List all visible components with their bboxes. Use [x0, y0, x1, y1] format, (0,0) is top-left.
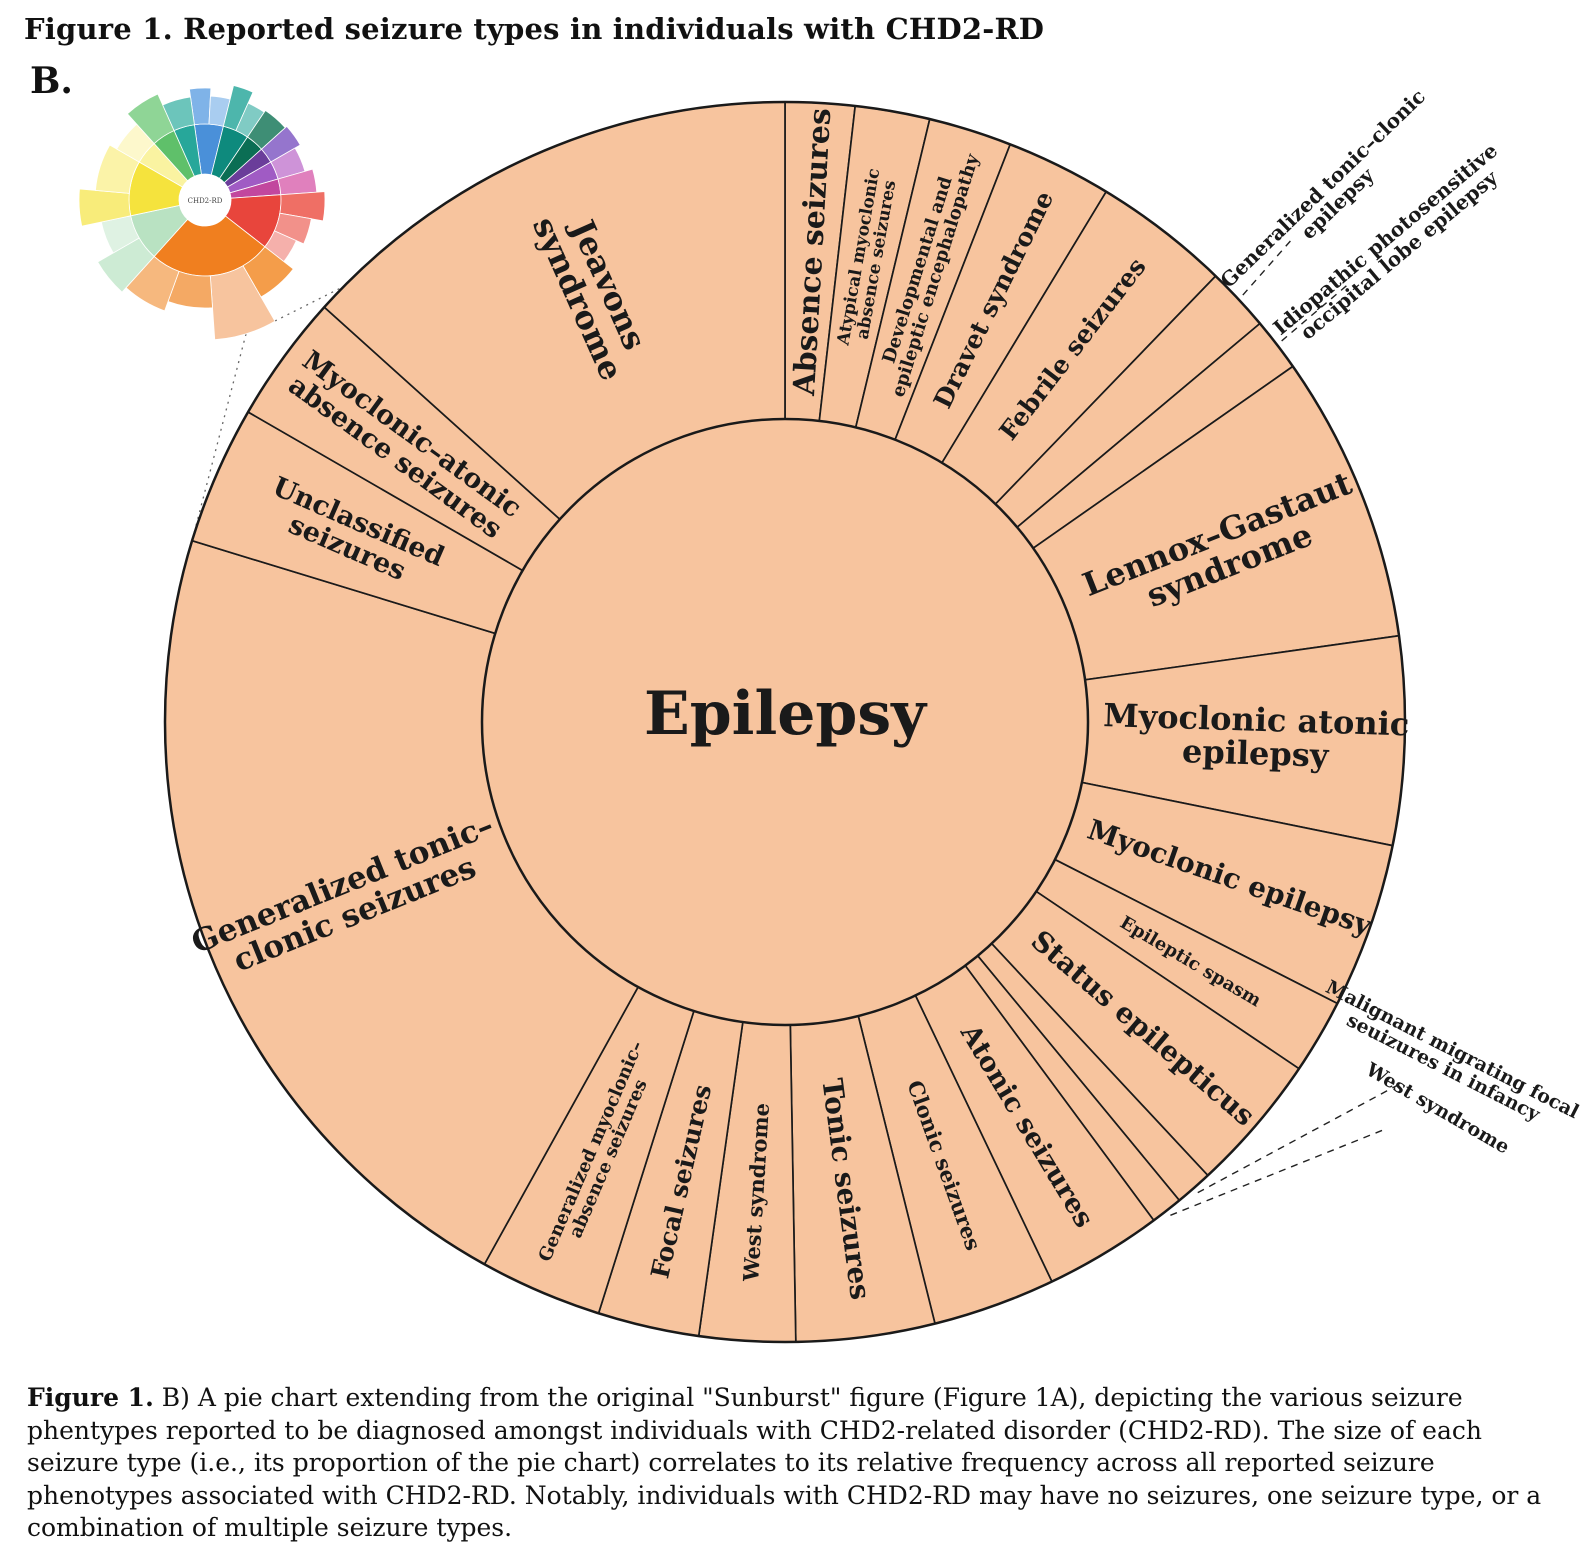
figure-caption-text: B) A pie chart extending from the origin… [27, 1383, 1542, 1542]
zoom-connector-line [191, 333, 247, 542]
leader-line-idiopathic-photosensitive-occipital-lobe-epilepsy [1281, 282, 1351, 342]
pie-outer-rim [163, 100, 1407, 1344]
thumbnail-center [179, 174, 231, 226]
figure-caption-lead: Figure 1. [27, 1383, 154, 1412]
pie-center-label: Epilepsy [644, 679, 928, 749]
thumbnail-center-label: CHD2-RD [188, 197, 223, 205]
figure-title: Figure 1. Reported seizure types in indi… [24, 12, 1045, 46]
pie-center-disc [480, 417, 1090, 1027]
sunburst-thumbnail: CHD2-RD [78, 85, 326, 341]
thumbnail-segment [162, 96, 195, 132]
thumbnail-segment [209, 265, 276, 341]
segment-label-myoclonic-atonic-epilepsy: Myoclonic atonicepilepsy [1102, 696, 1410, 777]
segment-label-idiopathic-photosensitive-occipital-lobe-epilepsy: Idiopathic photosensitiveoccipital lobe … [1268, 138, 1515, 356]
panel-label-b: B. [30, 60, 73, 102]
figure-caption: Figure 1. B) A pie chart extending from … [27, 1382, 1567, 1545]
